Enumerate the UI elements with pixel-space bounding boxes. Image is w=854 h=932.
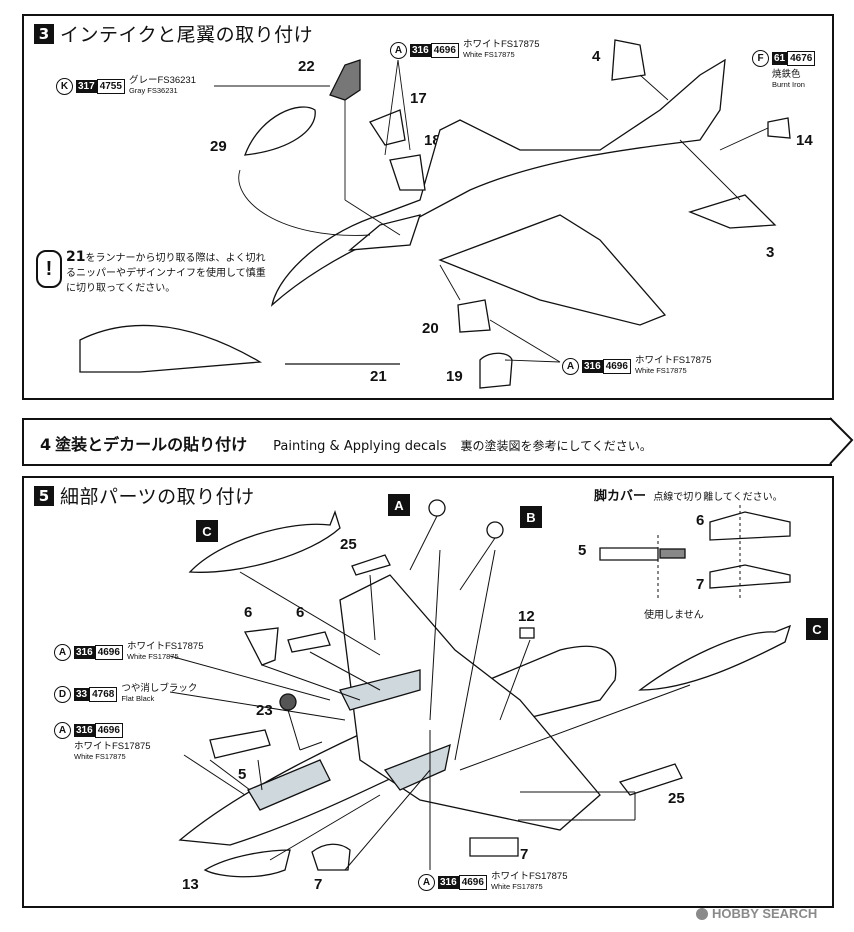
part-13: 13 (182, 876, 199, 893)
part-19: 19 (446, 368, 463, 385)
step3-panel (22, 14, 834, 400)
leg-cover-note: 脚カバー 点線で切り離してください。 (594, 485, 783, 504)
step5-title: 細部パーツの取り付け (60, 486, 255, 508)
step4-title-en: Painting & Applying decals (273, 439, 447, 454)
caution-note: 21をランナーから切り取る際は、よく切れるニッパーやデザインナイフを使用して慎重… (66, 250, 266, 296)
caution-text: をランナーから切り取る際は、よく切れるニッパーやデザインナイフを使用して慎重に切… (66, 253, 266, 294)
part-6-mid: 6 (296, 604, 305, 621)
step4-number: 4 (40, 435, 52, 454)
marker-c-right: C (806, 618, 828, 640)
not-used-label: 使用しません (644, 610, 704, 621)
part-25-top: 25 (340, 536, 357, 553)
leg-cover-instruction: 点線で切り離してください。 (653, 492, 783, 503)
part-7-bottom: 7 (314, 876, 323, 893)
part-18: 18 (424, 132, 441, 149)
caution-part-number: 21 (66, 249, 86, 265)
step3-number: 3 (34, 23, 54, 44)
part-17: 17 (410, 90, 427, 107)
part-14: 14 (796, 132, 813, 149)
part-22: 22 (298, 58, 315, 75)
step4-note: 裏の塗装図を参考にしてください。 (460, 439, 652, 453)
part-5-left: 5 (238, 766, 247, 783)
step3-header: 3 インテイクと尾翼の取り付け (34, 20, 313, 47)
part-4: 4 (592, 48, 601, 65)
leg-cover-title: 脚カバー (594, 489, 647, 504)
step4-header: 4 塗装とデカールの貼り付け Painting & Applying decal… (40, 431, 652, 455)
part-7-bar: 7 (696, 576, 705, 593)
marker-a: A (388, 494, 410, 516)
step4-title: 塗装とデカールの貼り付け (55, 435, 248, 454)
part-25-right: 25 (668, 790, 685, 807)
marker-b: B (520, 506, 542, 528)
part-29: 29 (210, 138, 227, 155)
step5-header: 5 細部パーツの取り付け (34, 482, 255, 509)
part-20: 20 (422, 320, 439, 337)
part-5-bar: 5 (578, 542, 587, 559)
part-7-right: 7 (520, 846, 529, 863)
part-23: 23 (256, 702, 273, 719)
part-12: 12 (518, 608, 535, 625)
part-21: 21 (370, 368, 387, 385)
part-6-left: 6 (244, 604, 253, 621)
step3-title: インテイクと尾翼の取り付け (60, 24, 314, 46)
watermark-logo-icon (696, 907, 708, 920)
caution-icon: ! (36, 250, 62, 288)
watermark: HOBBY SEARCH (696, 906, 817, 921)
marker-c-left: C (196, 520, 218, 542)
step4-banner (22, 418, 832, 466)
part-3: 3 (766, 244, 775, 261)
step5-number: 5 (34, 485, 54, 506)
part-6-bar: 6 (696, 512, 705, 529)
